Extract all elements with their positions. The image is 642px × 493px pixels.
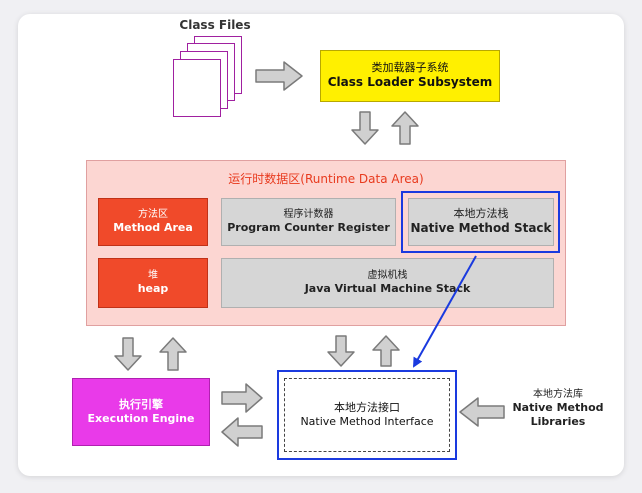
native-interface-highlight	[277, 370, 457, 460]
native-method-interface-box: 本地方法接口 Native Method Interface	[284, 378, 450, 452]
heap-box: 堆 heap	[98, 258, 208, 308]
execution-engine-box: 执行引擎 Execution Engine	[72, 378, 210, 446]
native-stack-en: Native Method Stack	[410, 221, 552, 236]
native-method-stack-box: 本地方法栈 Native Method Stack	[408, 198, 554, 246]
native-method-libraries: 本地方法库 Native Method Libraries	[510, 388, 606, 430]
native-stack-highlight	[401, 191, 560, 253]
class-loader-cn: 类加载器子系统	[371, 61, 449, 75]
jvm-stack-cn: 虚拟机栈	[367, 270, 408, 282]
exec-engine-cn: 执行引擎	[119, 397, 163, 411]
heap-en: heap	[137, 282, 169, 296]
jvm-stack-en: Java Virtual Machine Stack	[304, 282, 471, 296]
jvm-stack-box: 虚拟机栈 Java Virtual Machine Stack	[221, 258, 554, 308]
exec-engine-en: Execution Engine	[87, 412, 195, 425]
class-files-label: Class Files	[179, 18, 251, 32]
pc-register-box: 程序计数器 Program Counter Register	[221, 198, 396, 246]
method-area-box: 方法区 Method Area	[98, 198, 208, 246]
class-file-page	[173, 59, 221, 117]
native-interface-en: Native Method Interface	[300, 415, 434, 428]
native-lib-cn: 本地方法库	[533, 389, 583, 400]
native-stack-cn: 本地方法栈	[453, 207, 509, 221]
runtime-data-area-title: 运行时数据区(Runtime Data Area)	[228, 172, 424, 186]
native-lib-en-line1: Native Method	[512, 401, 604, 414]
pc-register-en: Program Counter Register	[227, 221, 390, 235]
native-lib-en-line2: Libraries	[530, 415, 586, 429]
class-loader-subsystem: 类加载器子系统 Class Loader Subsystem	[320, 50, 500, 102]
pc-register-cn: 程序计数器	[283, 209, 334, 221]
class-loader-en: Class Loader Subsystem	[327, 75, 493, 90]
native-interface-cn: 本地方法接口	[334, 400, 400, 414]
method-area-cn: 方法区	[138, 209, 168, 221]
method-area-en: Method Area	[113, 221, 193, 235]
heap-cn: 堆	[148, 270, 158, 282]
